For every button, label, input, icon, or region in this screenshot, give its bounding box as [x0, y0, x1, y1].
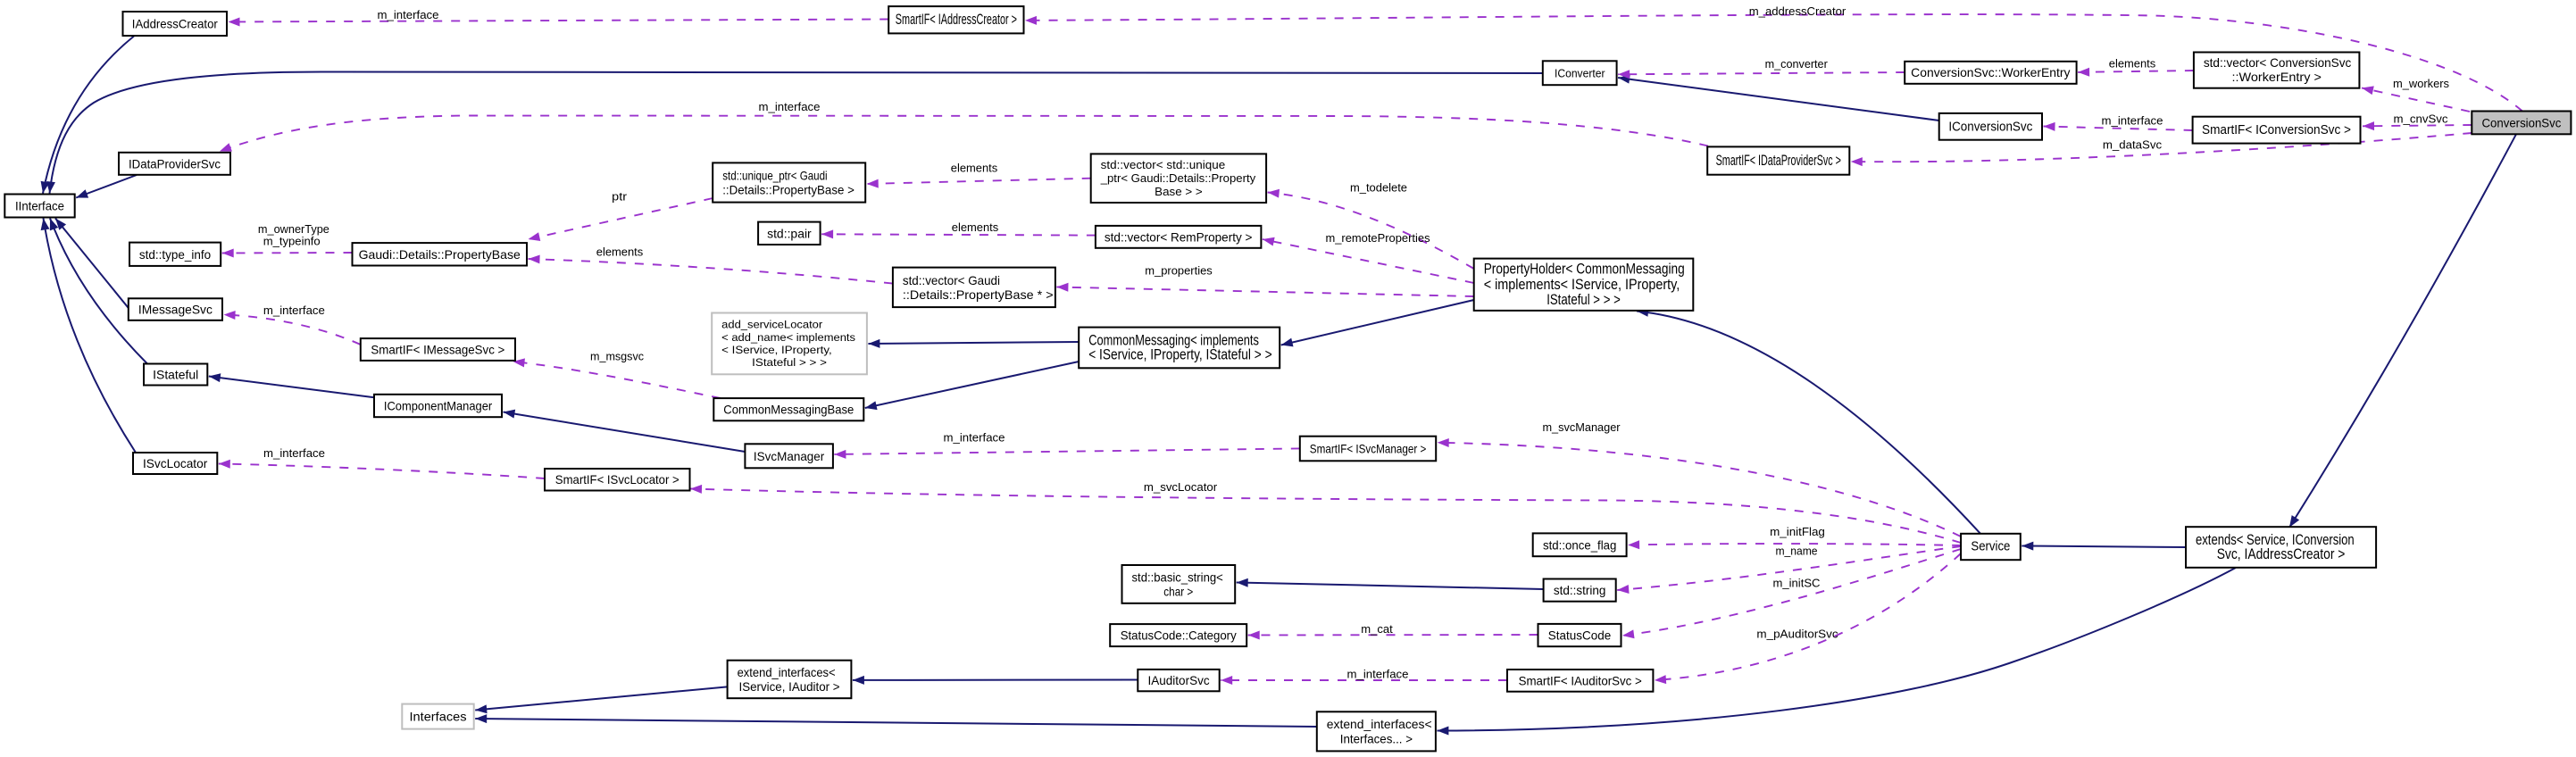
svg-text:CommonMessaging< implements: CommonMessaging< implements — [1088, 332, 1259, 348]
svg-text:m_cat: m_cat — [1361, 622, 1393, 636]
svg-text:std::vector< ConversionSvc: std::vector< ConversionSvc — [2204, 56, 2351, 70]
svg-text:extend_interfaces<: extend_interfaces< — [738, 665, 836, 679]
svg-text:SmartIF< IDataProviderSvc >: SmartIF< IDataProviderSvc > — [1716, 153, 1841, 169]
svg-text:m_svcLocator: m_svcLocator — [1144, 480, 1218, 494]
svg-text:m_interface: m_interface — [263, 446, 325, 460]
svg-text:add_serviceLocator: add_serviceLocator — [721, 319, 822, 331]
svg-text:CommonMessagingBase: CommonMessagingBase — [723, 403, 854, 417]
svg-text:IStateful > > >: IStateful > > > — [752, 356, 827, 369]
svg-text:m_workers: m_workers — [2393, 77, 2449, 90]
svg-text:IDataProviderSvc: IDataProviderSvc — [129, 156, 221, 171]
svg-text:IStateful > > >: IStateful > > > — [1546, 292, 1621, 308]
svg-text:< IService, IProperty,: < IService, IProperty, — [721, 344, 832, 356]
svg-text:m_pAuditorSvc: m_pAuditorSvc — [1756, 628, 1838, 641]
svg-text:m_converter: m_converter — [1765, 57, 1829, 71]
svg-text:ISvcManager: ISvcManager — [754, 449, 825, 463]
svg-text:m_msgsvc: m_msgsvc — [590, 350, 644, 363]
svg-text:std::vector< std::unique: std::vector< std::unique — [1101, 158, 1226, 171]
svg-text:m_ownerType: m_ownerType — [258, 222, 329, 236]
svg-text:SmartIF< IAddressCreator >: SmartIF< IAddressCreator > — [896, 12, 1017, 28]
svg-text:< add_name< implements: < add_name< implements — [721, 331, 855, 344]
svg-text:_ptr< Gaudi::Details::Property: _ptr< Gaudi::Details::Property — [1100, 171, 1256, 185]
svg-text:Interfaces... >: Interfaces... > — [1340, 731, 1413, 745]
svg-text:SmartIF< IAuditorSvc >: SmartIF< IAuditorSvc > — [1519, 673, 1642, 687]
svg-text:ISvcLocator: ISvcLocator — [143, 456, 208, 470]
svg-text:elements: elements — [952, 220, 999, 234]
svg-text:< implements< IService, IPrope: < implements< IService, IProperty, — [1484, 277, 1680, 293]
svg-text:Gaudi::Details::PropertyBase: Gaudi::Details::PropertyBase — [359, 247, 521, 262]
svg-text:m_remoteProperties: m_remoteProperties — [1325, 231, 1430, 245]
svg-text:IMessageSvc: IMessageSvc — [138, 303, 213, 317]
svg-text:m_addressCreator: m_addressCreator — [1749, 4, 1847, 18]
svg-text:m_interface: m_interface — [759, 100, 821, 113]
svg-text:m_initSC: m_initSC — [1773, 577, 1821, 590]
svg-text:std::unique_ptr< Gaudi: std::unique_ptr< Gaudi — [722, 168, 827, 182]
svg-text:IStateful: IStateful — [153, 368, 198, 382]
svg-text:m_todelete: m_todelete — [1350, 181, 1407, 195]
svg-text:m_initFlag: m_initFlag — [1770, 525, 1825, 538]
svg-text:IConverter: IConverter — [1555, 66, 1605, 79]
svg-text:m_cnvSvc: m_cnvSvc — [2394, 112, 2448, 126]
svg-text:< IService, IProperty, IStatef: < IService, IProperty, IStateful > > — [1088, 347, 1271, 363]
svg-text:SmartIF< IMessageSvc >: SmartIF< IMessageSvc > — [371, 343, 504, 357]
svg-text:IService, IAuditor >: IService, IAuditor > — [739, 679, 840, 694]
svg-text:m_properties: m_properties — [1145, 264, 1213, 278]
svg-text:Svc, IAddressCreator >: Svc, IAddressCreator > — [2217, 546, 2346, 562]
svg-text:::WorkerEntry >: ::WorkerEntry > — [2232, 71, 2322, 84]
svg-text:Service: Service — [1971, 540, 2010, 554]
svg-text:m_typeinfo: m_typeinfo — [263, 235, 321, 248]
svg-text:std::pair: std::pair — [767, 226, 812, 240]
svg-text:ConversionSvc::WorkerEntry: ConversionSvc::WorkerEntry — [1911, 66, 2070, 79]
svg-text:elements: elements — [2109, 57, 2156, 71]
svg-text:extend_interfaces<: extend_interfaces< — [1327, 717, 1432, 731]
svg-text:std::string: std::string — [1554, 583, 1606, 597]
svg-text:m_dataSvc: m_dataSvc — [2103, 138, 2163, 152]
svg-text:m_svcManager: m_svcManager — [1542, 420, 1621, 434]
svg-text:StatusCode: StatusCode — [1548, 628, 1612, 643]
svg-text:std::basic_string<: std::basic_string< — [1132, 570, 1223, 584]
svg-text:std::vector< RemProperty >: std::vector< RemProperty > — [1105, 229, 1253, 244]
svg-text:m_interface: m_interface — [1347, 668, 1409, 681]
svg-text:Interfaces: Interfaces — [410, 710, 467, 724]
svg-text:PropertyHolder< CommonMessagin: PropertyHolder< CommonMessaging — [1484, 261, 1685, 277]
svg-text:extends< Service, IConversion: extends< Service, IConversion — [2196, 532, 2355, 548]
svg-text:Base > >: Base > > — [1155, 185, 1203, 198]
svg-text:IAuditorSvc: IAuditorSvc — [1148, 673, 1210, 687]
svg-text:::Details::PropertyBase * >: ::Details::PropertyBase * > — [903, 287, 1054, 302]
svg-text:SmartIF< IConversionSvc >: SmartIF< IConversionSvc > — [2202, 122, 2351, 137]
svg-text:m_interface: m_interface — [2102, 114, 2163, 128]
svg-text:ptr: ptr — [612, 190, 627, 204]
svg-text:m_interface: m_interface — [944, 431, 1005, 445]
svg-text:m_name: m_name — [1775, 545, 1817, 558]
svg-text:std::type_info: std::type_info — [139, 247, 212, 262]
svg-text:elements: elements — [596, 245, 644, 259]
svg-text:m_interface: m_interface — [378, 8, 439, 21]
svg-text:m_interface: m_interface — [263, 304, 325, 317]
svg-text:IComponentManager: IComponentManager — [384, 399, 493, 413]
svg-text:SmartIF< ISvcLocator >: SmartIF< ISvcLocator > — [555, 472, 679, 487]
svg-text:elements: elements — [951, 162, 998, 175]
svg-text:::Details::PropertyBase >: ::Details::PropertyBase > — [722, 183, 854, 197]
svg-text:IInterface: IInterface — [15, 199, 64, 213]
svg-text:std::once_flag: std::once_flag — [1543, 537, 1616, 552]
svg-text:SmartIF< ISvcManager >: SmartIF< ISvcManager > — [1310, 442, 1427, 456]
svg-text:StatusCode::Category: StatusCode::Category — [1121, 628, 1237, 643]
svg-text:char >: char > — [1163, 585, 1193, 599]
svg-text:ConversionSvc: ConversionSvc — [2482, 115, 2562, 129]
svg-text:IAddressCreator: IAddressCreator — [132, 17, 218, 31]
svg-text:IConversionSvc: IConversionSvc — [1948, 119, 2032, 134]
svg-text:std::vector< Gaudi: std::vector< Gaudi — [903, 273, 1000, 287]
